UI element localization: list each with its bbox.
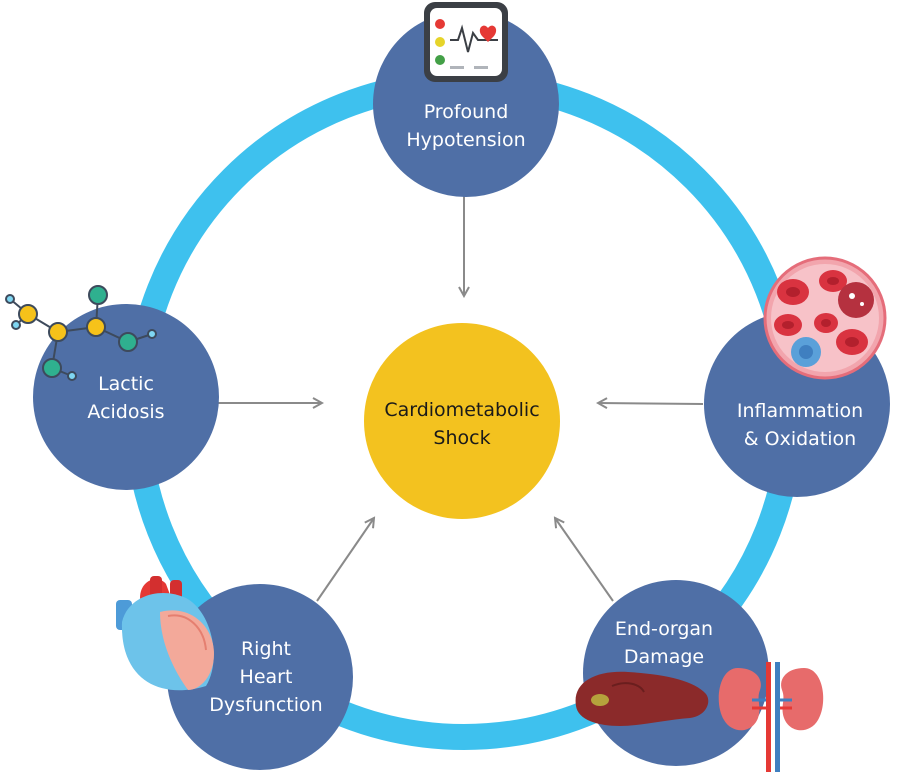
node-hypotension (373, 11, 559, 197)
node-heart-label-line3: Dysfunction (209, 694, 322, 716)
heart-icon (116, 576, 214, 691)
node-inflammation-label-line1: Inflammation (737, 400, 863, 422)
node-heart-label-line2: Heart (240, 666, 293, 688)
molecule-icon (5, 285, 157, 381)
center-node (364, 323, 560, 519)
liver-kidney-icon (575, 662, 824, 772)
arrow-organ-to-shock (555, 518, 614, 602)
node-lactic-label-line1: Lactic (98, 373, 154, 395)
node-organ-label-line2: Damage (624, 646, 704, 668)
center-label-line2: Shock (433, 427, 490, 449)
arrow-heart-to-shock (316, 518, 374, 602)
node-organ-label-line1: End-organ (615, 618, 713, 640)
node-lactic (33, 304, 219, 490)
node-heart (167, 584, 353, 770)
node-heart-label-line1: Right (241, 638, 291, 660)
center-label-line1: Cardiometabolic (384, 399, 539, 421)
node-lactic-label-line2: Acidosis (87, 401, 164, 423)
node-inflammation-label-line2: & Oxidation (744, 428, 856, 450)
blood-cells-icon (763, 256, 887, 380)
arrow-inflammation-to-shock (598, 403, 704, 404)
blood-pressure-monitor-icon (424, 2, 508, 82)
node-hypotension-label-line1: Profound (424, 101, 509, 123)
node-hypotension-label-line2: Hypotension (406, 129, 525, 151)
